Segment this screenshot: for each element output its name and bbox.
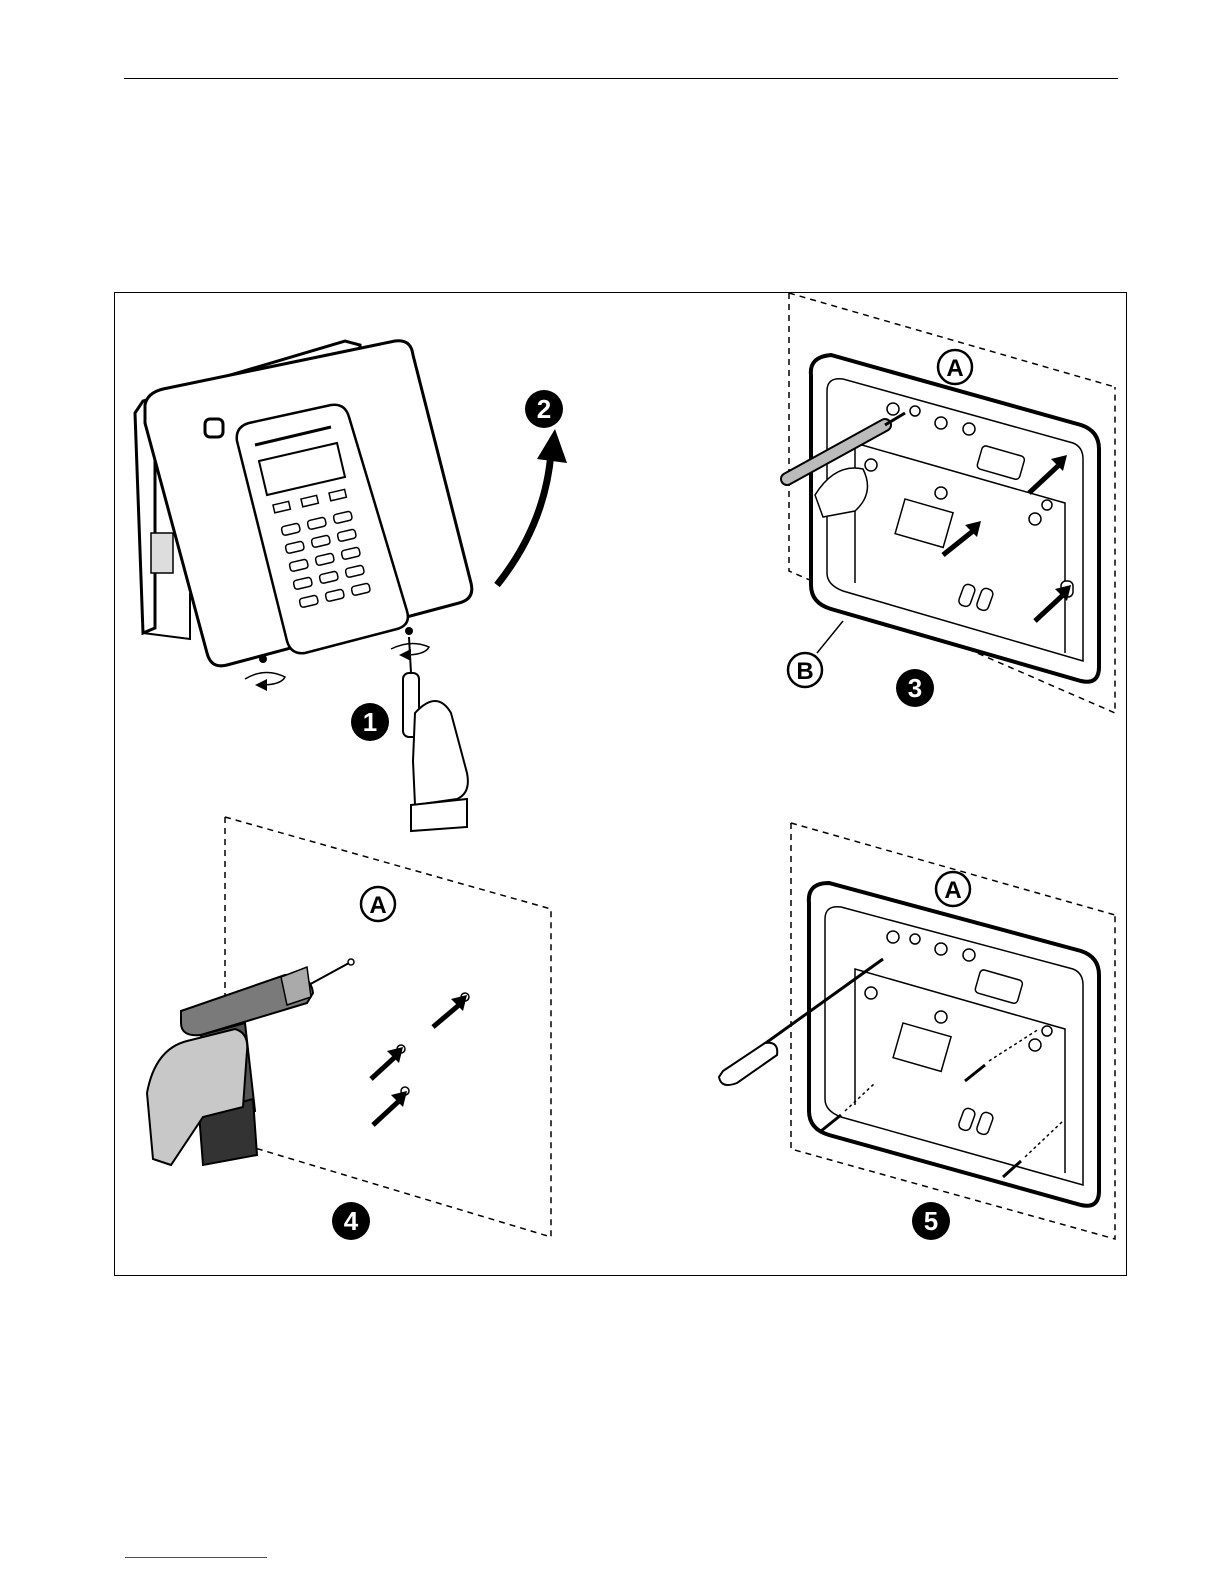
step-marker-4: 4 [332, 1202, 370, 1240]
callout-a-panel-3: A [938, 350, 972, 384]
installation-figure: 1 2 3 4 5 A B A A [114, 292, 1127, 1276]
step-marker-2: 2 [525, 390, 563, 428]
svg-text:A: A [946, 355, 963, 382]
drilling-panel-4 [147, 817, 551, 1237]
mounting-panel-5 [719, 823, 1115, 1239]
svg-text:3: 3 [908, 673, 922, 703]
control-panel-illustration [135, 341, 472, 831]
svg-text:A: A [369, 892, 386, 919]
footer-link-underline [125, 1557, 267, 1558]
svg-text:1: 1 [363, 707, 377, 737]
callout-a-panel-4: A [361, 887, 395, 921]
svg-text:A: A [944, 877, 961, 904]
svg-text:B: B [796, 658, 813, 685]
svg-text:4: 4 [344, 1206, 359, 1236]
svg-text:2: 2 [537, 394, 551, 424]
step-marker-3: 3 [896, 669, 934, 707]
callout-b-panel-3: B [788, 653, 822, 687]
step-marker-1: 1 [351, 703, 389, 741]
step-marker-5: 5 [912, 1202, 950, 1240]
installation-illustration: 1 2 3 4 5 A B A A [115, 293, 1128, 1277]
svg-text:5: 5 [924, 1206, 938, 1236]
header-rule [124, 78, 1118, 79]
callout-a-panel-5: A [936, 872, 970, 906]
